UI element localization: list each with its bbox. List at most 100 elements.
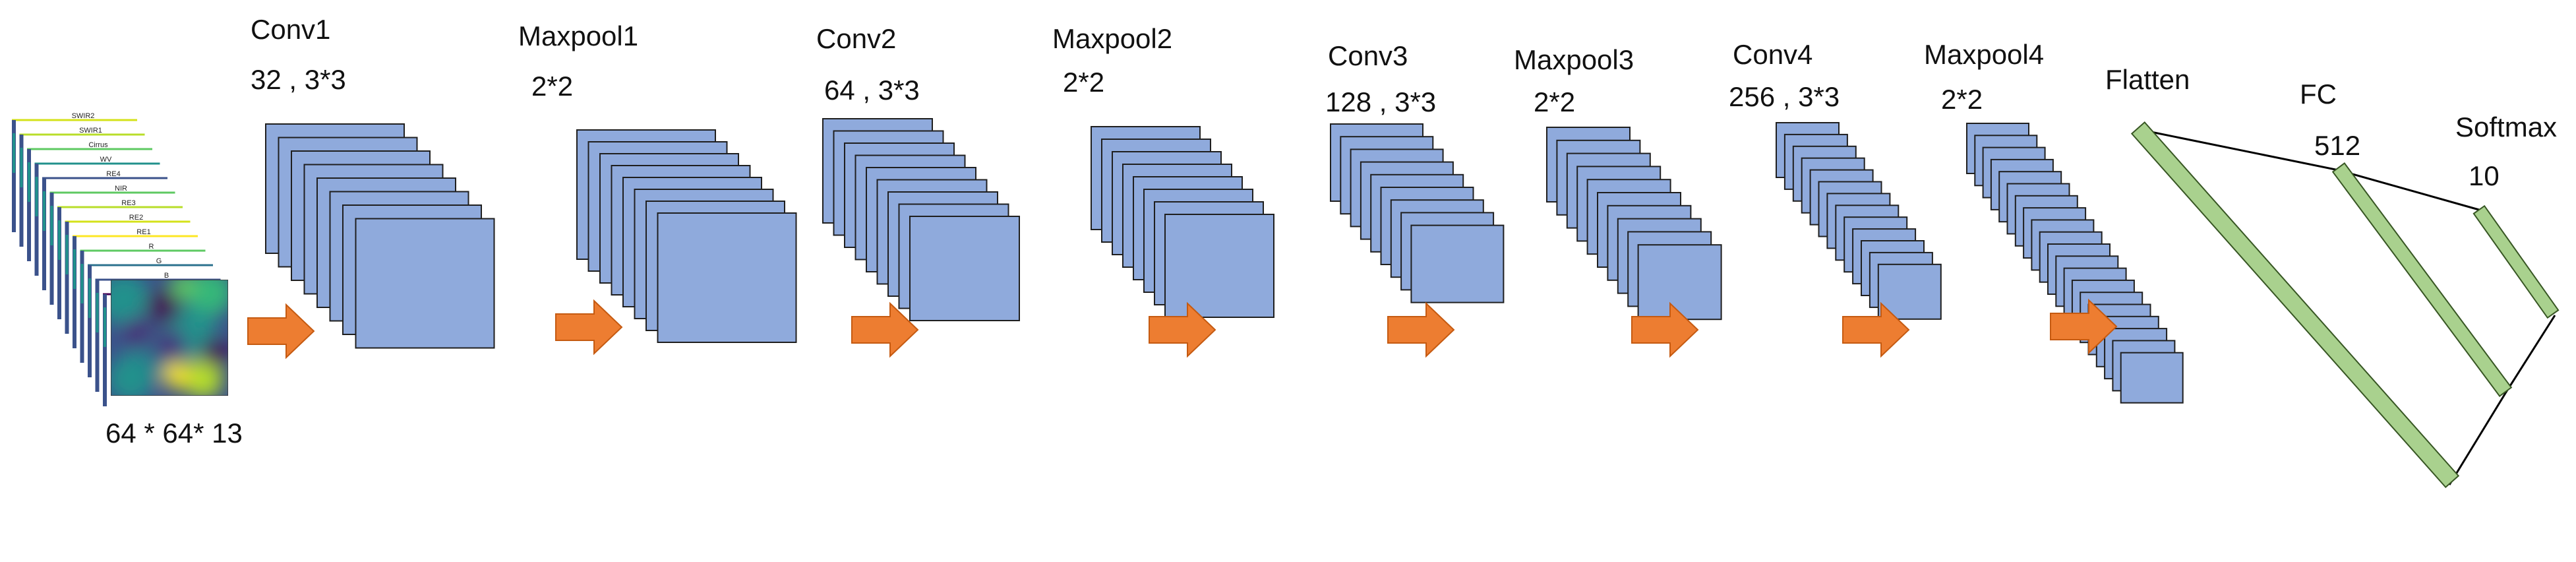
band-side-accent (20, 148, 23, 187)
softmax-label: Softmax (2455, 111, 2558, 142)
arrow-maxpool1-to-conv2 (851, 301, 919, 358)
band-name-label: RE2 (129, 214, 143, 222)
heatmap-blob (111, 355, 154, 396)
heatmap-blobs (111, 280, 228, 396)
conv4-block-stack (1776, 122, 1942, 320)
input-band-11: G (88, 257, 213, 377)
band-name-label: WV (100, 156, 112, 164)
heatmap-blob (170, 280, 196, 299)
conv2-block-stack (822, 118, 1020, 321)
band-name-label: RE3 (121, 199, 135, 207)
band-side-accent (104, 307, 106, 347)
arrow-conv4-to-maxpool4 (2050, 298, 2118, 355)
band-side-accent (96, 293, 99, 332)
maxpool4-name: Maxpool4 (1924, 39, 2045, 70)
arrow-conv1-to-maxpool1 (555, 299, 623, 356)
band-side-strip (57, 207, 61, 319)
conv3-block-stack-feature-map (1410, 224, 1505, 303)
band-side-strip (19, 135, 24, 247)
conv2-param: 64 , 3*3 (824, 75, 920, 106)
band-side-strip (34, 164, 39, 276)
input-band-3: Cirrus (27, 141, 152, 261)
input-band-2: SWIR1 (19, 127, 145, 247)
softmax-layer-bar (2472, 204, 2560, 319)
input-band-5: RE4 (42, 170, 167, 290)
band-side-accent (80, 264, 84, 303)
maxpool3-param: 2*2 (1534, 86, 1576, 117)
band-side-accent (13, 133, 15, 173)
arrow-maxpool2-to-conv3 (1387, 301, 1455, 358)
band-name-label: Cirrus (88, 141, 108, 149)
band-name-label: B (164, 272, 169, 280)
input-band-1: SWIR2 (12, 112, 137, 232)
band-side-strip (27, 149, 31, 261)
band-side-accent (58, 220, 61, 260)
band-name-label: SWIR1 (79, 127, 102, 135)
heatmap-blob (183, 359, 223, 396)
conv3-name: Conv3 (1328, 40, 1408, 71)
fc-layer-bar (2331, 162, 2513, 397)
maxpool2-name: Maxpool2 (1052, 23, 1173, 54)
connection-fc-bottom-to-softmax (2504, 315, 2556, 394)
maxpool1-block-stack-feature-map (657, 212, 797, 343)
input-heatmap-image (111, 280, 228, 396)
maxpool2-block-stack-feature-map (1164, 214, 1274, 318)
heatmap-blob (164, 362, 190, 389)
band-side-strip (42, 178, 46, 290)
band-name-label: NIR (115, 185, 127, 193)
conv4-param: 256 , 3*3 (1729, 81, 1840, 112)
flatten-label: Flatten (2105, 64, 2190, 95)
fc-units-label: 512 (2314, 130, 2361, 161)
band-side-strip (88, 265, 92, 377)
band-side-accent (35, 177, 38, 216)
band-side-accent (28, 162, 30, 202)
arrow-conv2-to-maxpool2 (1149, 301, 1216, 358)
maxpool1-name: Maxpool1 (518, 20, 639, 51)
softmax-units-label: 10 (2469, 160, 2500, 191)
band-side-strip (95, 280, 100, 392)
heatmap-blob (123, 318, 152, 347)
maxpool1-block-stack (576, 129, 797, 343)
conv2-block-stack-feature-map (909, 216, 1020, 321)
heatmap-blob (111, 280, 150, 326)
flatten-layer-bar (2130, 121, 2460, 489)
conv3-param: 128 , 3*3 (1325, 86, 1437, 117)
input-size-label: 64 * 64* 13 (105, 418, 243, 449)
maxpool3-block-stack-feature-map (1637, 244, 1722, 321)
band-side-strip (49, 193, 54, 305)
fc-label: FC (2300, 78, 2337, 109)
maxpool4-param: 2*2 (1941, 84, 1983, 115)
band-side-accent (43, 191, 45, 231)
connection-flatten-bottom-to-fc (2448, 392, 2507, 485)
heatmap-blob (154, 330, 186, 361)
band-side-accent (50, 206, 53, 245)
heatmap-blob (202, 338, 228, 367)
connection-fc-top-to-softmax (2338, 169, 2480, 211)
band-name-label: RE1 (136, 228, 150, 236)
conv1-block-stack (265, 123, 495, 349)
input-band-9: RE1 (73, 228, 198, 348)
arrow-input-to-conv1 (247, 303, 315, 359)
maxpool3-block-stack (1546, 127, 1722, 321)
conv2-name: Conv2 (816, 23, 897, 54)
band-side-strip (12, 120, 16, 232)
connection-flatten-top-to-fc (2138, 128, 2339, 172)
conv1-name: Conv1 (251, 14, 331, 45)
arrow-maxpool3-to-conv4 (1842, 301, 1910, 358)
band-side-accent (88, 278, 91, 318)
input-band-8: RE2 (65, 214, 191, 334)
arrow-conv3-to-maxpool3 (1631, 301, 1699, 358)
input-band-4: WV (34, 156, 160, 276)
maxpool4-block-stack-feature-map (2120, 352, 2184, 404)
band-name-label: SWIR2 (72, 112, 95, 120)
band-name-label: R (149, 243, 154, 251)
conv3-block-stack (1330, 123, 1505, 303)
band-side-strip (103, 294, 107, 406)
conv4-name: Conv4 (1733, 39, 1813, 70)
input-band-7: RE3 (57, 199, 183, 319)
input-band-10: R (80, 243, 206, 363)
conv1-param: 32 , 3*3 (251, 64, 346, 95)
maxpool4-block-stack (1966, 123, 2184, 404)
